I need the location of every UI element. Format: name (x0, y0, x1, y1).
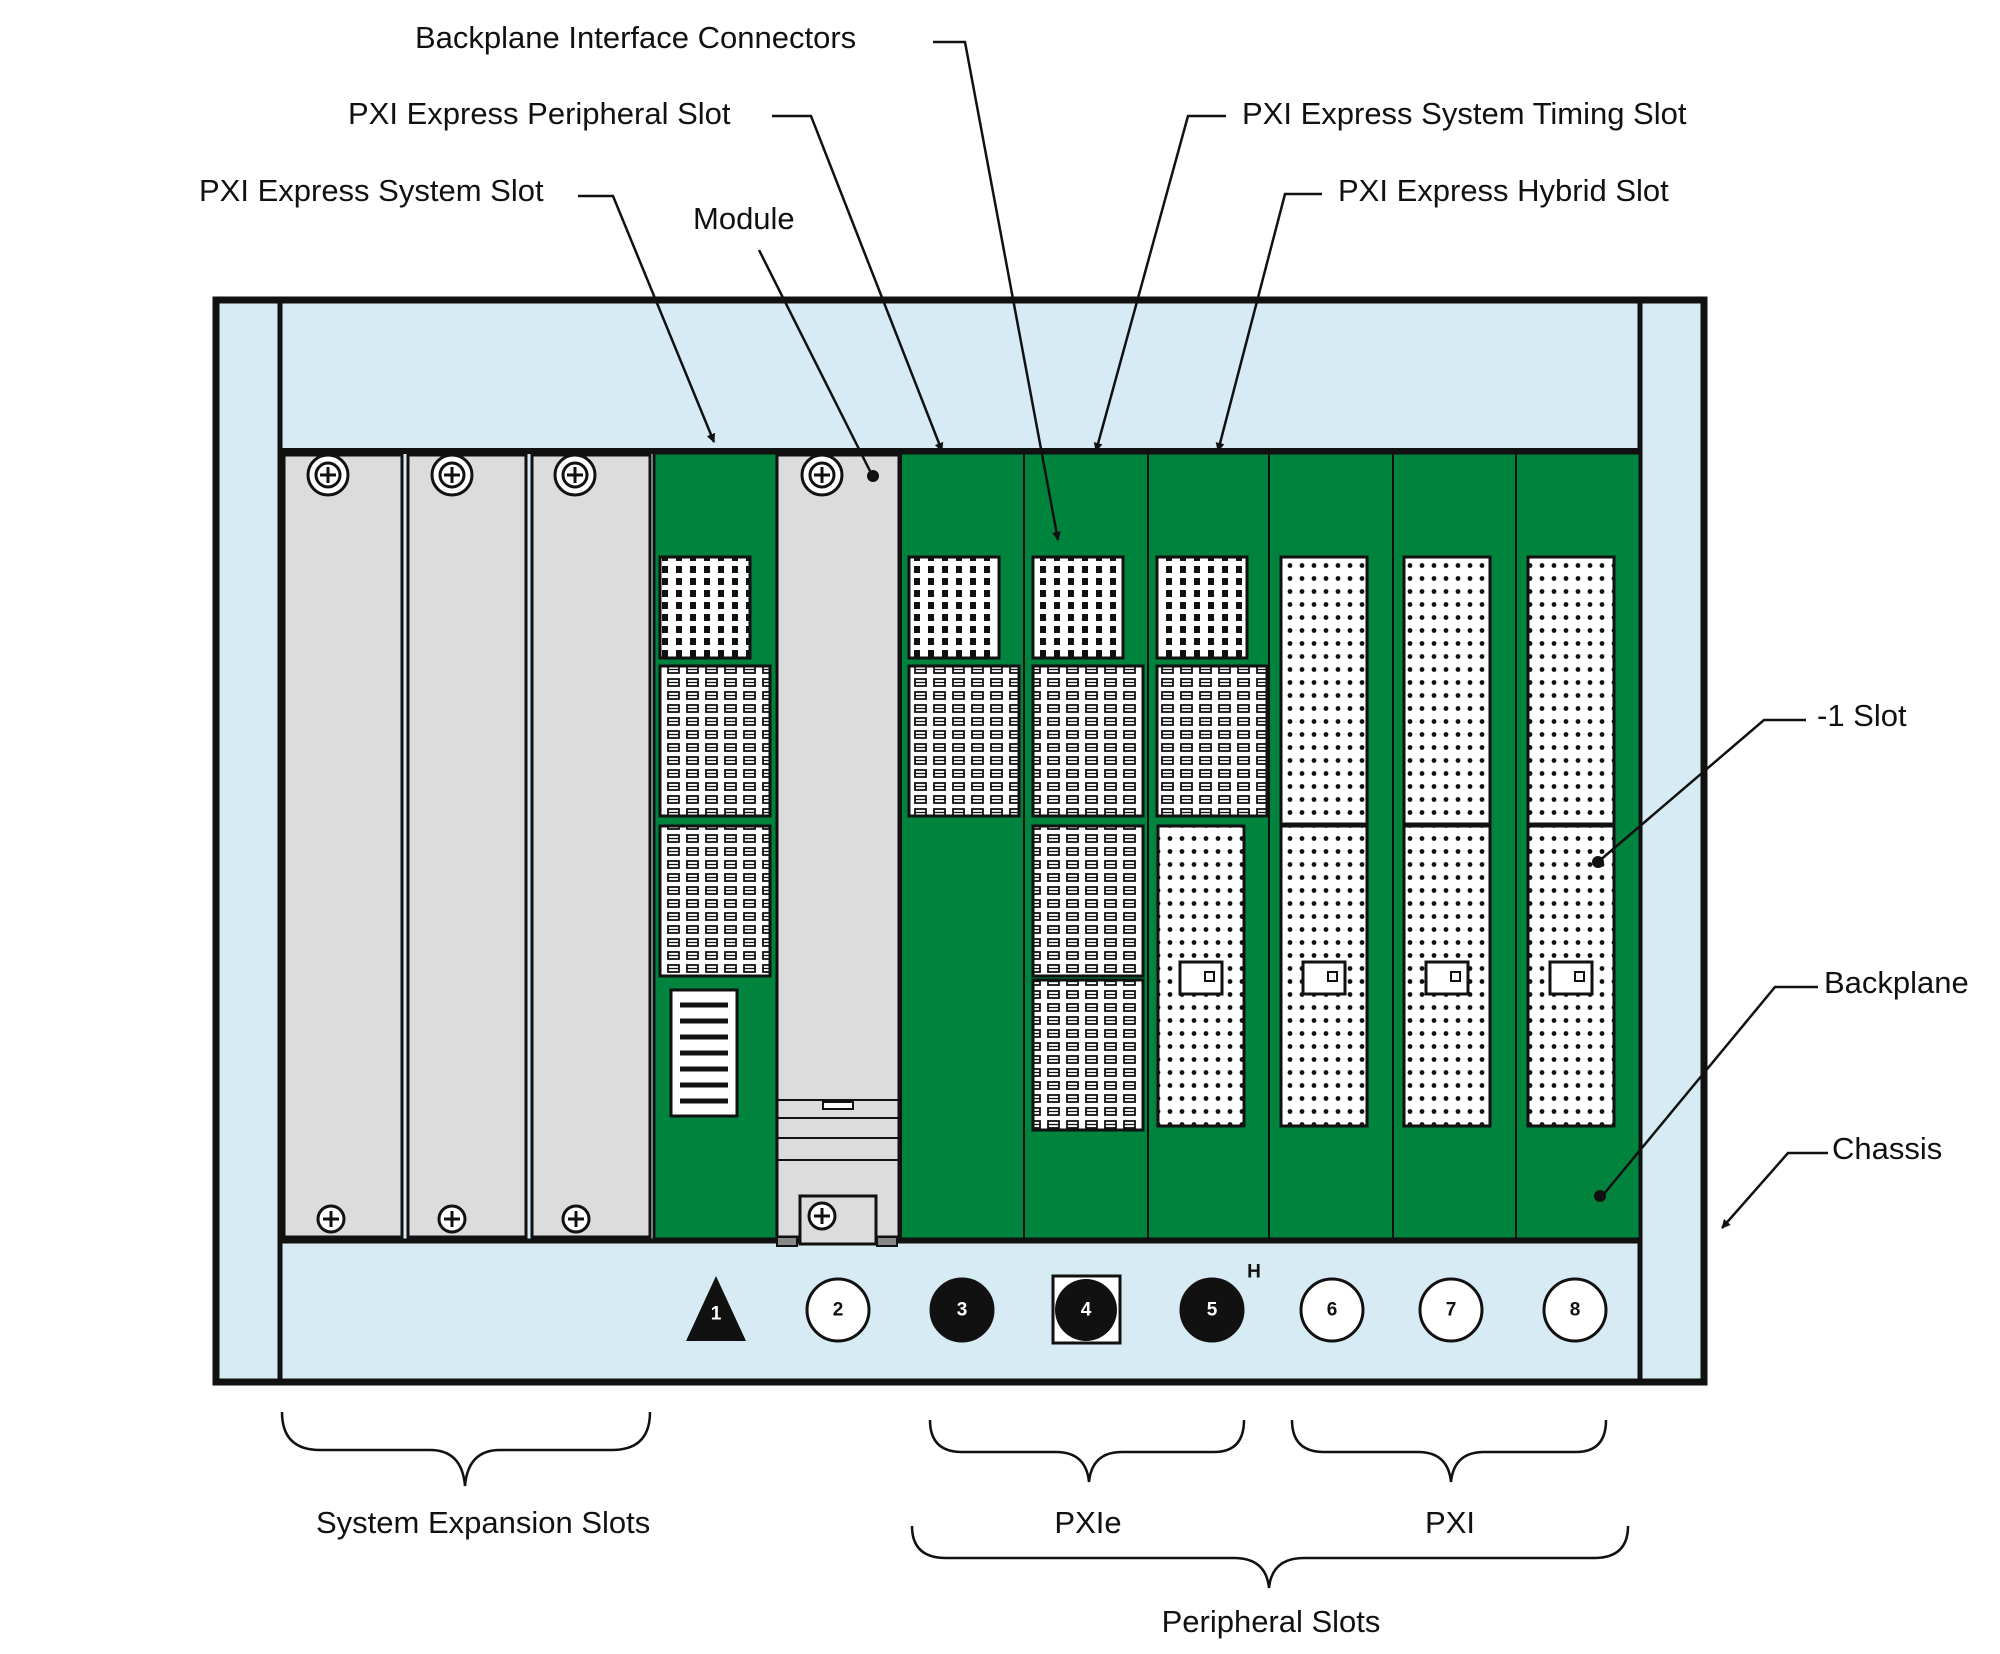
slot-4-connectors (1031, 555, 1145, 1132)
svg-text:8: 8 (1570, 1300, 1581, 1321)
slot-5-connectors (1155, 555, 1269, 1128)
slot-badge-5: 5 H (1179, 1262, 1261, 1343)
expansion-module-3 (530, 453, 652, 1239)
label-pxi-express-peripheral-slot: PXI Express Peripheral Slot (348, 96, 731, 131)
slot-8-connectors (1526, 555, 1616, 1128)
slot-3-connectors (907, 555, 1021, 818)
slot-badge-1: 1 (686, 1276, 746, 1341)
system-slot-connectors (658, 555, 772, 1118)
slot-badges: 1 2 3 4 5 H 6 7 8 (686, 1262, 1608, 1345)
svg-text:7: 7 (1446, 1300, 1457, 1321)
slot-badge-7: 7 (1418, 1277, 1484, 1343)
slot-badge-4: 4 (1051, 1274, 1122, 1345)
svg-text:5: 5 (1207, 1300, 1218, 1321)
label-backplane: Backplane (1824, 965, 1969, 1000)
svg-text:4: 4 (1081, 1300, 1092, 1321)
svg-text:1: 1 (711, 1304, 722, 1325)
slot-badge-8: 8 (1542, 1277, 1608, 1343)
minus-one-slot-marker (1592, 856, 1604, 868)
label-pxi-express-system-timing-slot: PXI Express System Timing Slot (1242, 96, 1687, 131)
svg-text:2: 2 (833, 1300, 844, 1321)
expansion-module-1 (282, 453, 404, 1239)
expansion-module-2 (406, 453, 528, 1239)
hybrid-marker: H (1247, 1262, 1261, 1283)
svg-text:3: 3 (957, 1300, 968, 1321)
slot-badge-6: 6 (1299, 1277, 1365, 1343)
leader-lines (578, 40, 1828, 1229)
slot-badge-3: 3 (929, 1277, 995, 1343)
slot-badge-2: 2 (805, 1277, 871, 1343)
label-module: Module (693, 201, 795, 236)
label-pxie: PXIe (1054, 1505, 1121, 1540)
label-backplane-interface-connectors: Backplane Interface Connectors (415, 20, 856, 55)
group-braces (280, 1411, 1630, 1589)
slot-7-connectors (1402, 555, 1492, 1128)
svg-text:6: 6 (1327, 1300, 1338, 1321)
label-system-expansion-slots: System Expansion Slots (316, 1505, 650, 1540)
label-pxi-express-hybrid-slot: PXI Express Hybrid Slot (1338, 173, 1669, 208)
label-chassis: Chassis (1832, 1131, 1942, 1166)
backplane-marker (1594, 1190, 1606, 1202)
label-peripheral-slots: Peripheral Slots (1162, 1604, 1381, 1639)
inserted-module (775, 453, 901, 1247)
label-minus-one-slot: -1 Slot (1817, 698, 1907, 733)
label-pxi: PXI (1425, 1505, 1475, 1540)
slot-6-connectors (1279, 555, 1369, 1128)
label-pxi-express-system-slot: PXI Express System Slot (199, 173, 544, 208)
